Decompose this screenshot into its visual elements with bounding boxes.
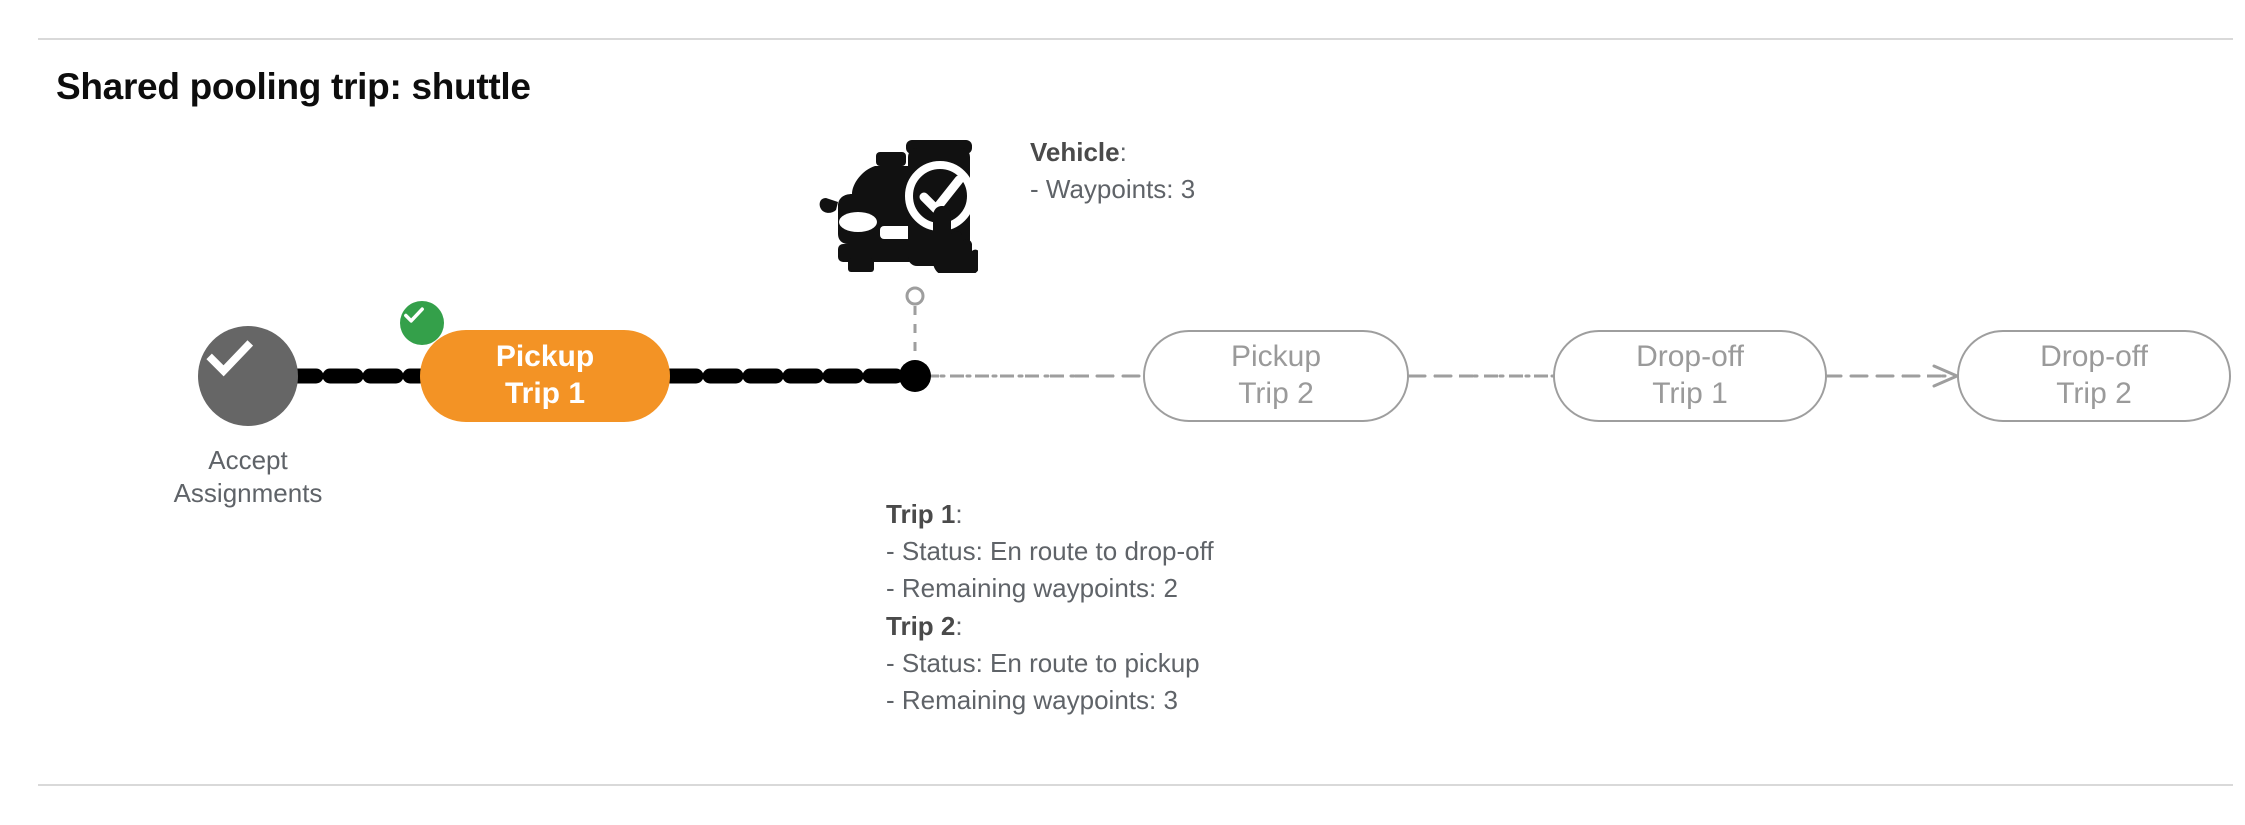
flow-node-pickup-trip-1-completed-badge	[400, 301, 444, 345]
flow-node-pickup-trip-2-line1: Pickup	[1230, 340, 1322, 374]
bottom-divider	[38, 784, 2233, 786]
trip1-status-text: - Status: En route to drop-off	[886, 536, 1214, 567]
trip2-heading-text: Trip 2	[886, 610, 956, 641]
vehicle-heading-colon: :	[1119, 137, 1127, 167]
flow-node-dropoff-trip-2-line1: Drop-off	[2040, 340, 2148, 374]
page-title: Shared pooling trip: shuttle	[56, 66, 531, 107]
flow-node-dropoff-trip-1-line2: Trip 1	[1652, 377, 1728, 410]
flow-node-pickup-trip-1-line2: Trip 1	[504, 377, 586, 410]
vehicle-position-marker[interactable]	[899, 360, 931, 392]
vehicle-heading-text: Vehicle	[1030, 137, 1120, 167]
flow-node-dropoff-trip-2[interactable]: Drop-off Trip 2	[1957, 330, 2231, 422]
vehicle-annotation: Vehicle: - Waypoints: 3	[1030, 134, 1195, 208]
flow-node-accept-assignments-label: Accept Assignments	[173, 445, 323, 509]
trip1-heading-text: Trip 1	[886, 499, 956, 529]
check-icon	[404, 307, 424, 323]
trip2-annotation-heading: Trip 2:	[886, 608, 1214, 645]
check-circle-icon	[206, 340, 254, 377]
trip1-annotation-heading: Trip 1:	[886, 496, 1214, 533]
vehicle-annotation-heading: Vehicle:	[1030, 134, 1195, 171]
flow-node-pickup-trip-2[interactable]: Pickup Trip 2	[1143, 330, 1409, 422]
trip1-heading-colon: :	[955, 499, 963, 529]
trips-annotation: Trip 1: - Status: En route to drop-off -…	[886, 496, 1214, 719]
trip1-waypoints-text: - Remaining waypoints: 2	[886, 573, 1178, 604]
trip2-waypoints-text: - Remaining waypoints: 3	[886, 684, 1178, 715]
trip2-heading-colon: :	[955, 610, 963, 641]
vehicle-leader-circle-icon	[905, 286, 925, 306]
flow-node-dropoff-trip-1-line1: Drop-off	[1636, 340, 1744, 374]
trip2-status-text: - Status: En route to pickup	[886, 647, 1200, 678]
flow-node-pickup-trip-2-line2: Trip 2	[1238, 377, 1314, 410]
vehicle-waypoints-text: - Waypoints: 3	[1030, 174, 1196, 205]
flow-node-pickup-trip-1[interactable]: Pickup Trip 1	[420, 330, 670, 422]
flow-node-dropoff-trip-1[interactable]: Drop-off Trip 1	[1553, 330, 1827, 422]
flow-node-accept-assignments[interactable]	[198, 326, 298, 426]
flow-node-pickup-trip-1-line1: Pickup	[495, 340, 595, 374]
top-divider	[38, 38, 2233, 40]
flow-node-dropoff-trip-2-line2: Trip 2	[2056, 377, 2132, 410]
